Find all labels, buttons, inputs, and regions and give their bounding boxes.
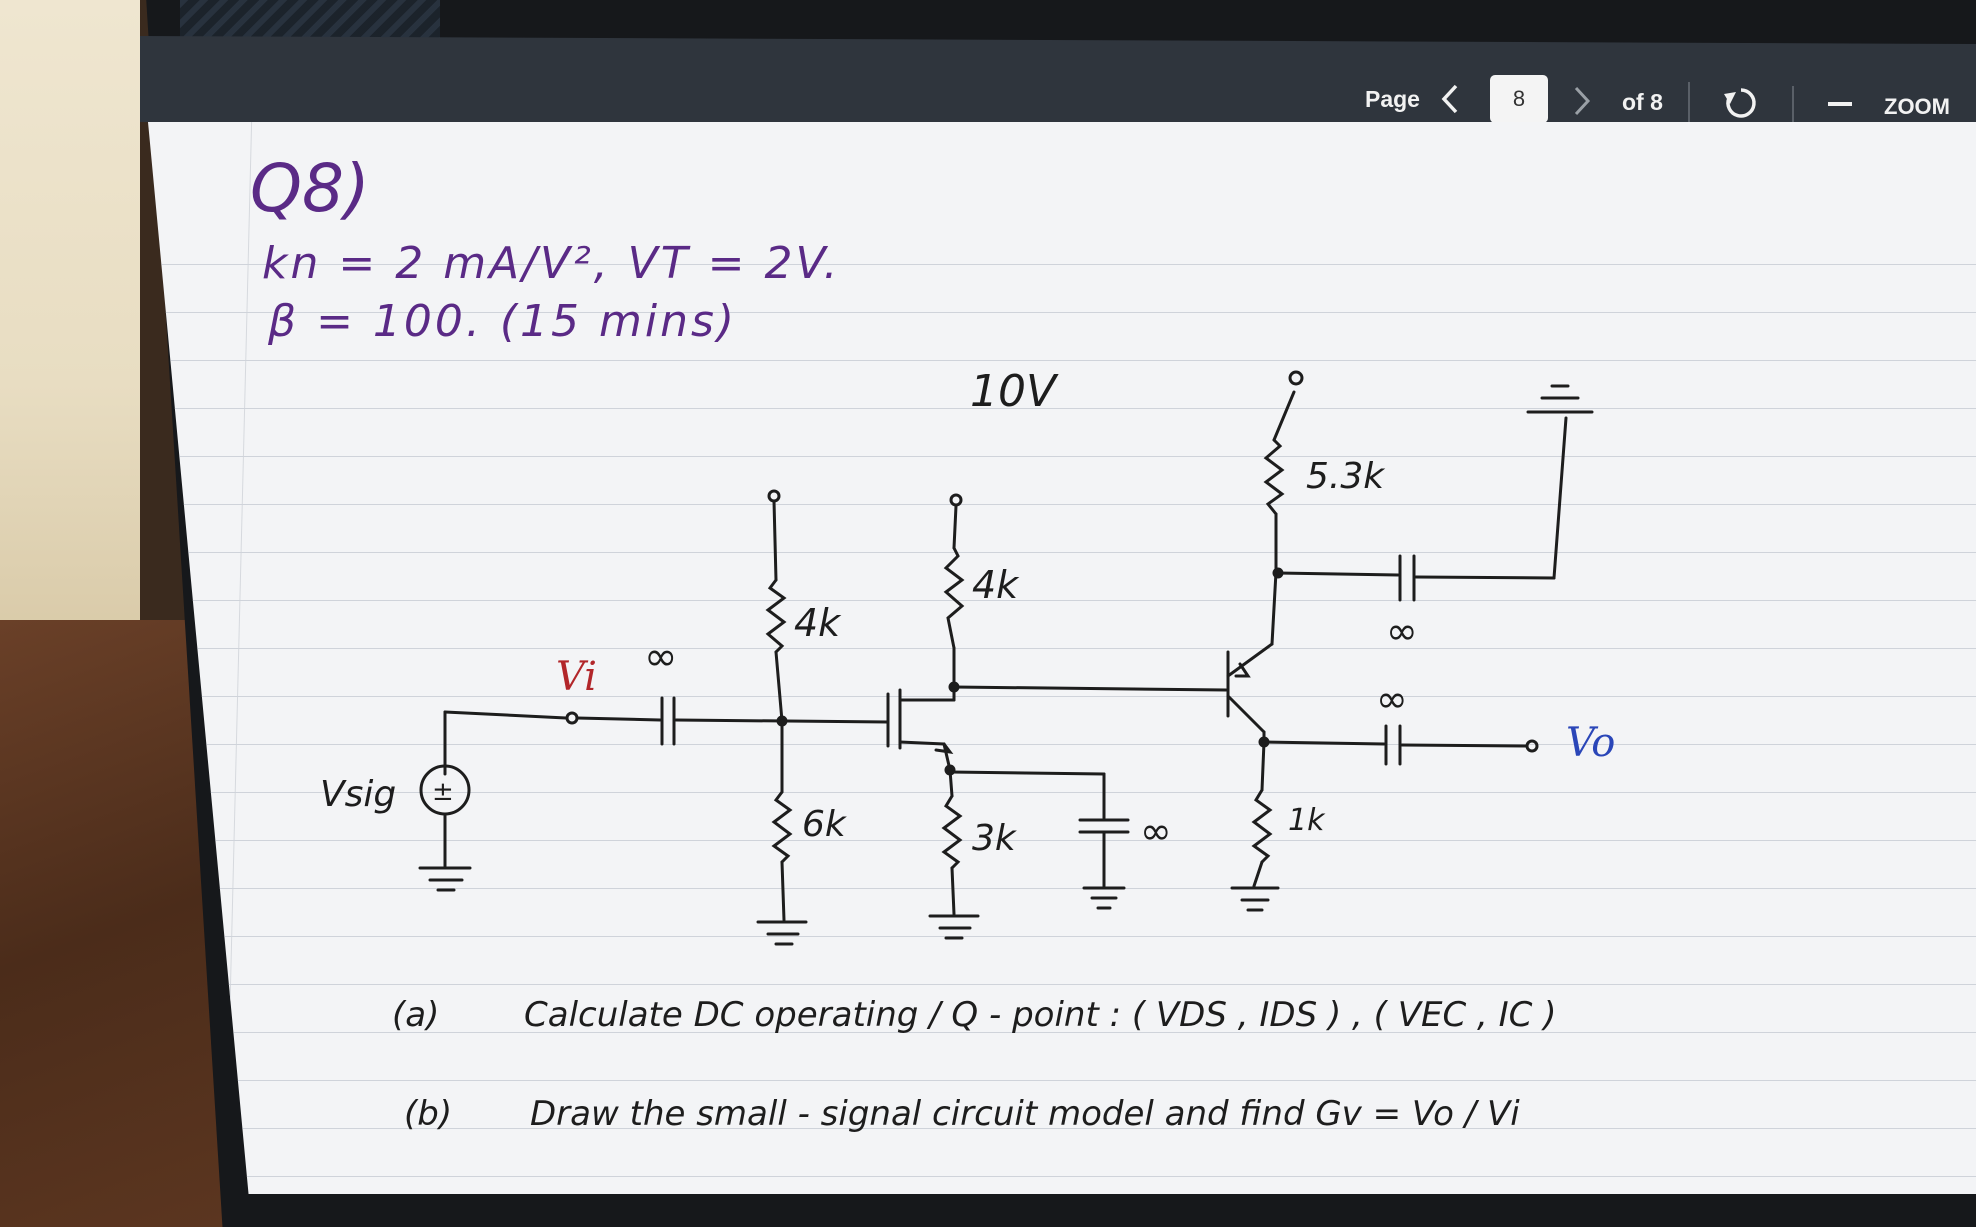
emitter-bypass-capacitor-label: ∞ (1386, 609, 1418, 653)
ruled-line (148, 888, 1976, 889)
rotate-icon[interactable] (1722, 84, 1760, 122)
chevron-left-icon[interactable] (1440, 82, 1460, 116)
part-b-question: Draw the small - signal circuit model an… (530, 1094, 1520, 1134)
gate-top-resistor-label: 4k (794, 601, 842, 645)
part-a-label: (a) (392, 995, 440, 1035)
background-wall (0, 0, 140, 640)
ruled-line (148, 504, 1976, 505)
ruled-line (148, 648, 1976, 649)
toolbar-divider (1792, 86, 1794, 126)
source-polarity-symbol: ± (432, 777, 454, 807)
ruled-line (148, 1176, 1976, 1177)
ruled-line (148, 456, 1976, 457)
ruled-line (148, 984, 1976, 985)
question-title: Q8) (250, 150, 370, 227)
page-count: of 8 (1622, 89, 1663, 115)
minus-icon[interactable] (1828, 100, 1854, 108)
source-label: Vsig (320, 774, 396, 815)
output-voltage-label: Vo (1566, 720, 1615, 766)
source-resistor-label: 3k (972, 818, 1018, 859)
toolbar-divider (1688, 82, 1690, 122)
output-capacitor-label: ∞ (1376, 677, 1408, 721)
page-number-input[interactable]: 8 (1490, 75, 1548, 123)
ruled-line (148, 552, 1976, 553)
ruled-line (148, 840, 1976, 841)
drain-resistor-label: 4k (972, 563, 1020, 607)
collector-resistor-label: 1k (1288, 803, 1326, 838)
ruled-line (148, 600, 1976, 601)
ruled-line (148, 408, 1976, 409)
supply-voltage-label: 10V (970, 366, 1059, 417)
input-voltage-label: Vi (556, 654, 597, 700)
document-page (148, 122, 1976, 1194)
ruled-line (148, 360, 1976, 361)
emitter-resistor-label: 5.3k (1306, 456, 1386, 497)
ruled-line (148, 696, 1976, 697)
gate-bottom-resistor-label: 6k (802, 804, 848, 845)
chevron-right-icon[interactable] (1572, 84, 1592, 118)
part-b-label: (b) (404, 1094, 453, 1134)
given-parameters-line2: β = 100. (15 mins) (268, 296, 738, 347)
ruled-line (148, 312, 1976, 313)
source-bypass-capacitor-label: ∞ (1140, 809, 1172, 853)
ruled-line (148, 792, 1976, 793)
zoom-label[interactable]: ZOOM (1884, 94, 1950, 119)
page-label: Page (1365, 86, 1420, 112)
given-parameters-line1: kn = 2 mA/V², VT = 2V. (262, 238, 841, 289)
ruled-line (148, 1080, 1976, 1081)
input-capacitor-label: ∞ (644, 634, 677, 680)
part-a-question: Calculate DC operating / Q - point : ( V… (524, 995, 1557, 1035)
ruled-line (148, 264, 1976, 265)
ruled-line (148, 1128, 1976, 1129)
ruled-line (148, 1032, 1976, 1033)
ruled-line (148, 744, 1976, 745)
ruled-line (148, 936, 1976, 937)
